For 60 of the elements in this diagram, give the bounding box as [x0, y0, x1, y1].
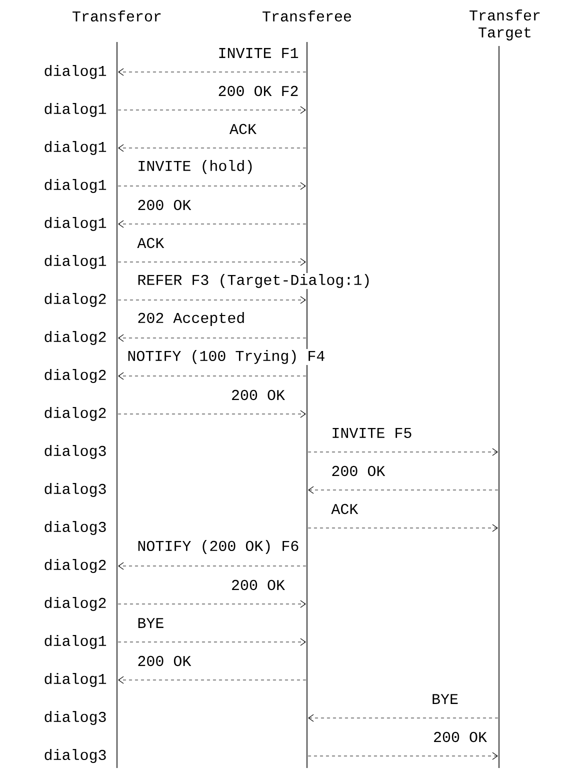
message-label: 200 OK: [330, 464, 386, 478]
dialog-label: dialog1: [44, 635, 106, 649]
dialog-label: dialog3: [44, 521, 106, 535]
message-label: 200 OK: [230, 388, 286, 402]
message-arrow: [308, 524, 498, 532]
message-arrow: [118, 258, 306, 266]
participant-name: Transferee: [262, 10, 351, 22]
message-arrow: [118, 372, 306, 380]
message-arrow: [118, 68, 306, 76]
message-label: 200 OK: [230, 578, 286, 592]
message-label: ACK: [330, 502, 360, 516]
dialog-label: dialog1: [44, 103, 106, 117]
message-arrow: [118, 638, 306, 646]
message-label: ACK: [136, 236, 166, 250]
message-label: 200 OK F2: [216, 84, 300, 98]
message-label: BYE: [136, 617, 166, 629]
message-arrow: [118, 410, 306, 418]
message-arrow: [308, 752, 498, 760]
dialog-label: dialog2: [44, 293, 106, 307]
message-arrow: [118, 144, 306, 152]
dialog-label: dialog2: [44, 597, 106, 611]
message-label: INVITE (hold): [136, 159, 256, 175]
dialog-label: dialog1: [44, 65, 106, 79]
dialog-label: dialog1: [44, 179, 106, 193]
message-arrow: [118, 220, 306, 228]
dialog-label: dialog2: [44, 331, 106, 345]
participant-name: Transfer Target: [470, 10, 540, 40]
message-label: NOTIFY (200 OK) F6: [136, 539, 300, 555]
dialog-label: dialog1: [44, 255, 106, 269]
dialog-label: dialog3: [44, 445, 106, 459]
message-arrow: [118, 296, 306, 304]
message-arrow: [308, 486, 498, 494]
message-label: 202 Accepted: [136, 311, 246, 327]
message-arrow: [118, 106, 306, 114]
message-arrow: [118, 334, 306, 342]
message-arrow: [118, 676, 306, 684]
message-label: REFER F3 (Target-Dialog:1): [136, 273, 372, 289]
message-arrow: [118, 562, 306, 570]
message-arrow: [308, 714, 498, 722]
message-label: INVITE F5: [330, 427, 414, 440]
dialog-label: dialog2: [44, 407, 106, 421]
message-label: ACK: [228, 122, 258, 136]
dialog-label: dialog2: [44, 369, 106, 383]
dialog-label: dialog3: [44, 711, 106, 725]
dialog-label: dialog2: [44, 559, 106, 573]
message-label: BYE: [430, 693, 460, 705]
message-label: 200 OK: [432, 730, 488, 744]
message-arrow: [308, 448, 498, 456]
dialog-label: dialog1: [44, 217, 106, 231]
message-label: INVITE F1: [216, 47, 300, 59]
dialog-label: dialog3: [44, 749, 106, 763]
dialog-label: dialog1: [44, 141, 106, 155]
message-label: 200 OK: [136, 198, 192, 212]
dialog-label: dialog1: [44, 673, 106, 687]
message-label: 200 OK: [136, 654, 192, 668]
message-arrow: [118, 182, 306, 190]
dialog-label: dialog3: [44, 483, 106, 497]
participant-name: Transferor: [72, 10, 161, 22]
message-arrow: [118, 600, 306, 608]
message-label: NOTIFY (100 Trying) F4: [126, 349, 326, 365]
